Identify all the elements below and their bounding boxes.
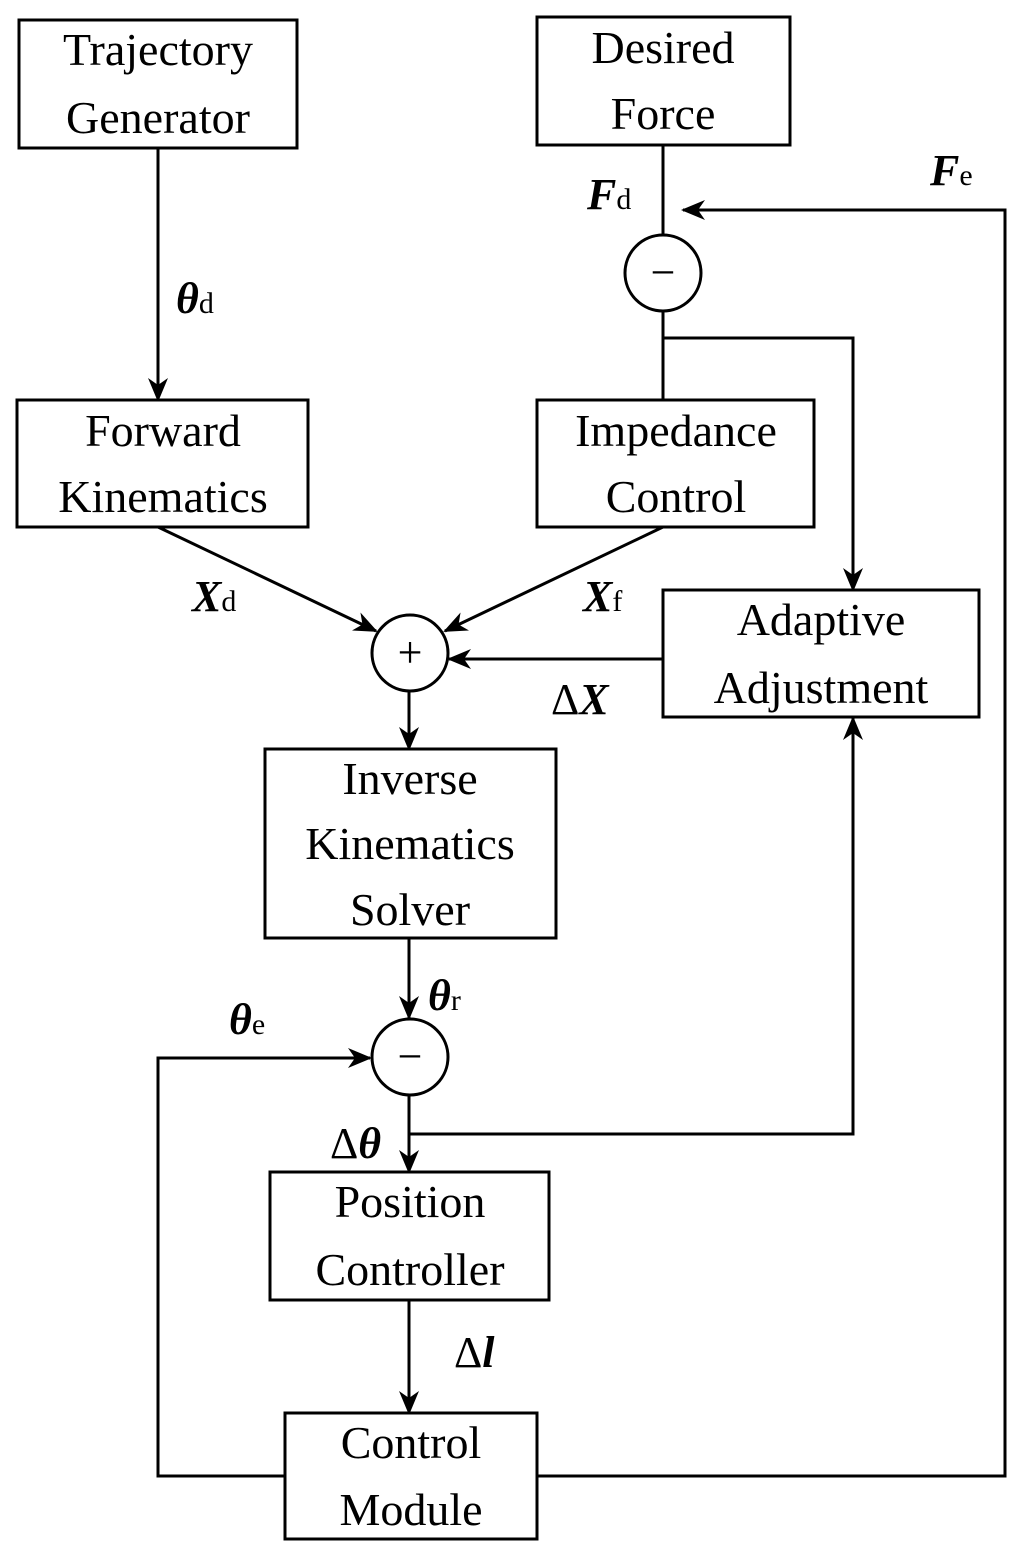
impedance-control-block: Impedance Control	[535, 398, 816, 529]
inverse-kinematics-label-line1: Inverse	[342, 753, 477, 804]
trajectory-generator-block: Trajectory Generator	[17, 18, 299, 150]
signal-label-delta-l: Δl	[454, 1328, 495, 1377]
forward-kinematics-label-line1: Forward	[85, 405, 241, 456]
adaptive-adjustment-block: Adaptive Adjustment	[661, 588, 981, 719]
signal-label-X-d: Xd	[190, 572, 236, 621]
signal-label-theta-e: θe	[229, 995, 265, 1044]
trajectory-generator-label-line2: Generator	[66, 92, 250, 143]
inverse-kinematics-label-line3: Solver	[350, 884, 470, 935]
trajectory-generator-label-line1: Trajectory	[63, 24, 253, 75]
signal-label-theta-r: θr	[428, 971, 461, 1020]
control-module-label-line1: Control	[341, 1417, 482, 1468]
wires	[148, 145, 1007, 1478]
force-summing-junction: −	[623, 233, 703, 313]
adaptive-adjustment-label-line1: Adaptive	[737, 594, 906, 645]
signal-label-delta-theta: Δθ	[330, 1119, 381, 1168]
desired-force-label-line1: Desired	[591, 22, 734, 73]
forward-kinematics-block: Forward Kinematics	[15, 398, 310, 529]
inverse-kinematics-label-line2: Kinematics	[305, 818, 515, 869]
wire-impedance-to-positionsum	[443, 525, 664, 633]
position-sum-sign: +	[398, 628, 423, 677]
wire-feedback-theta-e	[156, 1048, 372, 1478]
impedance-control-label-line2: Control	[606, 471, 747, 522]
forward-kinematics-label-line2: Kinematics	[58, 471, 268, 522]
position-summing-junction: +	[370, 613, 450, 693]
signal-label-F-e: Fe	[929, 146, 973, 195]
position-controller-label-line1: Position	[335, 1176, 486, 1227]
adaptive-adjustment-label-line2: Adjustment	[714, 662, 929, 713]
inverse-kinematics-solver-block: Inverse Kinematics Solver	[263, 747, 558, 940]
force-sum-sign: −	[651, 248, 676, 297]
signal-label-X-f: Xf	[581, 572, 622, 621]
signal-label-F-d: Fd	[586, 170, 631, 219]
wire-deltatheta-to-adaptive	[409, 716, 863, 1136]
signal-label-theta-d: θd	[176, 274, 214, 323]
control-module-block: Control Module	[283, 1411, 539, 1541]
position-controller-block: Position Controller	[268, 1170, 551, 1302]
impedance-control-label-line1: Impedance	[575, 405, 777, 456]
signal-label-delta-X: ΔX	[551, 675, 610, 724]
angle-summing-junction: −	[370, 1017, 450, 1097]
wire-feedback-force-e	[537, 200, 1007, 1478]
wire-forcesum-to-adaptive	[663, 336, 863, 592]
desired-force-block: Desired Force	[535, 15, 792, 147]
control-module-label-line2: Module	[339, 1484, 482, 1535]
desired-force-label-line2: Force	[611, 88, 716, 139]
angle-sum-sign: −	[398, 1032, 423, 1081]
position-controller-label-line2: Controller	[315, 1244, 504, 1295]
wire-forward-to-positionsum	[157, 525, 378, 633]
